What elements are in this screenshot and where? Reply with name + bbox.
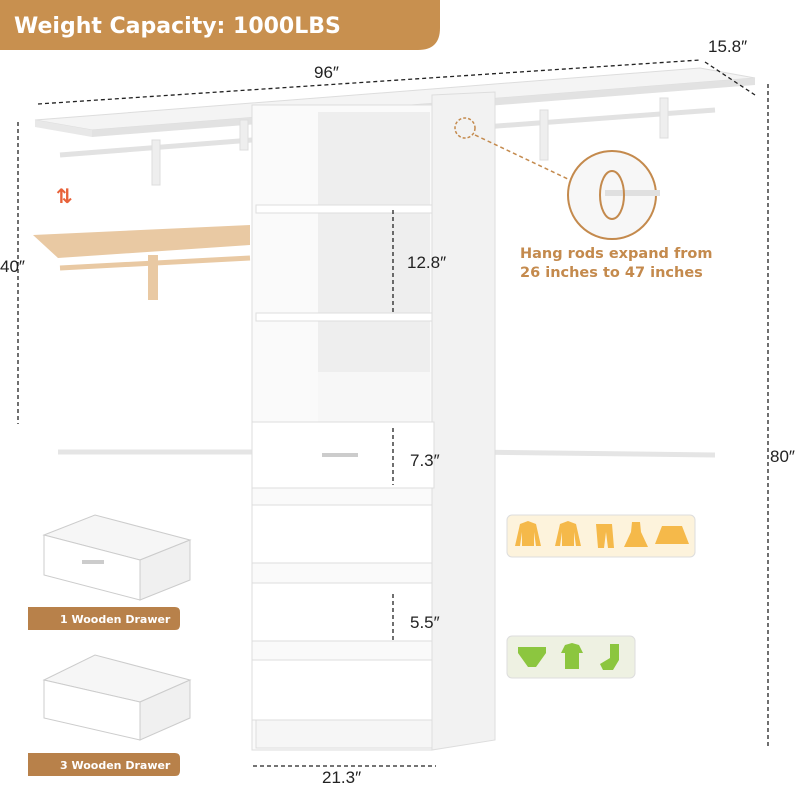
rotate-arrow-icon [599,170,625,220]
adjustable-shelf-illustration: ⇅ [33,184,251,300]
triple-drawer-illustration [42,654,192,741]
dress-icon [624,522,648,547]
skirt-icon [655,526,689,544]
drawer-height-dimension: 7.3″ [410,451,440,470]
small-items-icons-panel [506,635,636,679]
lower-right-hang-rod [469,449,716,458]
drawer-badge-3-label: 3 Wooden Drawer [60,759,171,772]
closet-tower [251,91,496,751]
sock-icon [600,644,619,670]
single-drawer-illustration [42,514,192,601]
jacket-icon [555,521,581,546]
up-down-arrows-icon: ⇅ [56,184,73,208]
basket-drawer [251,504,433,564]
adjust-height-dimension: 40″ [0,257,25,276]
basket-drawer [251,582,433,642]
baby-romper-icon [561,643,583,669]
weight-capacity-text: Weight Capacity: 1000LBS [14,14,341,39]
left-hang-rod [59,119,253,186]
shirt-icon [515,521,541,546]
drawer-badge-1: 1 Wooden Drawer [28,607,180,630]
drawer-badge-3: 3 Wooden Drawer [28,753,180,776]
drawer-badge-1-label: 1 Wooden Drawer [60,613,171,626]
callout-line-1: Hang rods expand from [520,246,712,262]
rod-detail-callout: Hang rods expand from 26 inches to 47 in… [454,117,712,281]
right-hang-rod [469,97,716,161]
tower-width-dimension: 21.3″ [322,768,361,787]
pants-icon [596,524,614,548]
underwear-icon [518,647,546,667]
basket-drawer [251,659,433,721]
width-dimension: 96″ [314,63,339,82]
clothing-icons-panel [506,514,696,558]
depth-dimension: 15.8″ [708,37,747,56]
shelf-gap-dimension: 12.8″ [407,253,446,272]
dimension-lines [17,59,769,767]
callout-line-2: 26 inches to 47 inches [520,265,703,281]
total-height-dimension: 80″ [770,447,795,466]
basket-gap-dimension: 5.5″ [410,613,440,632]
weight-capacity-badge: Weight Capacity: 1000LBS [0,0,440,50]
